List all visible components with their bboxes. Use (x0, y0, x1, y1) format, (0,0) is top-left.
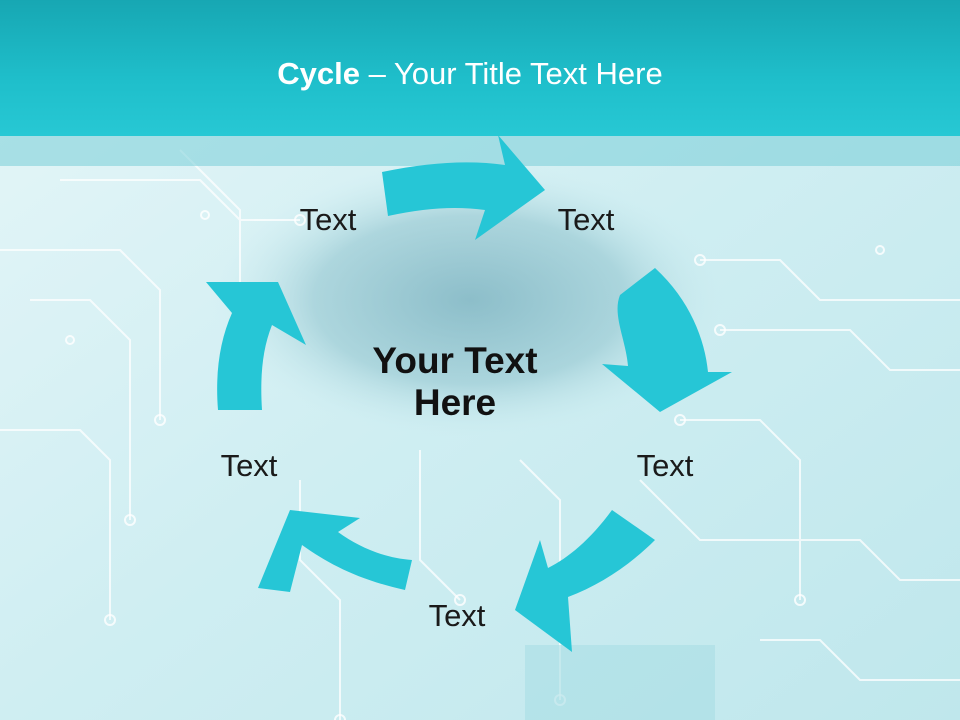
cycle-arrow-left (206, 282, 306, 410)
cycle-arrow-bottom (258, 510, 412, 592)
center-text-line-2: Here (413, 382, 497, 423)
header-accent-band (0, 136, 960, 166)
center-text-line-1: Your Text (372, 340, 538, 381)
cycle-label-right: Text (636, 448, 694, 483)
cycle-label-left: Text (220, 448, 278, 483)
center-text: Your Text Here (330, 340, 580, 424)
title-rest-part: – Your Title Text Here (360, 56, 663, 91)
cycle-label-top-right: Text (557, 202, 615, 237)
cycle-label-top-left: Text (299, 202, 357, 237)
title-header-bar (0, 0, 960, 136)
cycle-arrow-lower-right (515, 510, 655, 652)
cycle-arrow-top (382, 135, 545, 240)
title-bold-part: Cycle (277, 56, 360, 91)
cycle-label-bottom: Text (428, 598, 486, 633)
cycle-arrow-upper-right (602, 268, 732, 412)
slide-title: Cycle – Your Title Text Here (0, 52, 940, 96)
